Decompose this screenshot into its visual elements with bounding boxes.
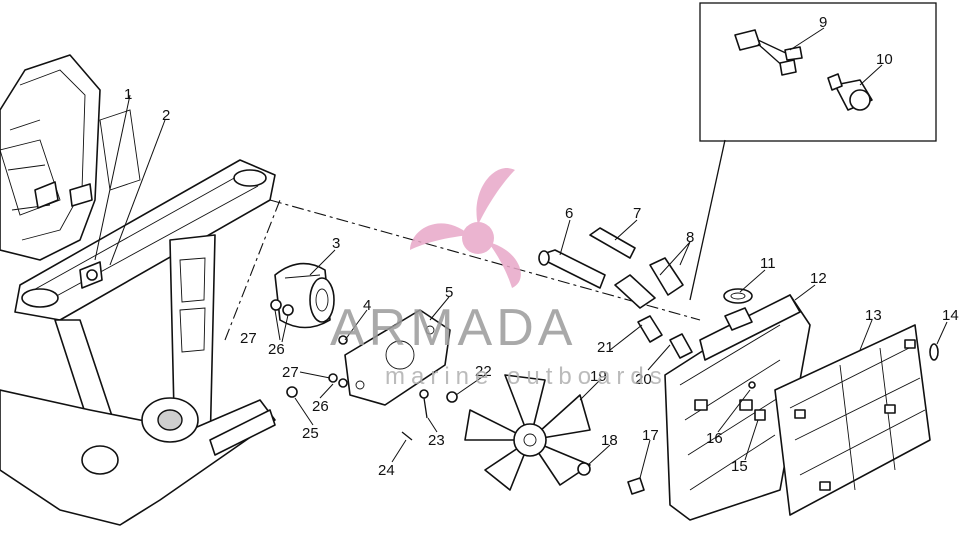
- callout-5: 5: [445, 284, 453, 301]
- callout-20: 20: [635, 371, 652, 388]
- callout-14: 14: [942, 307, 959, 324]
- fan-bracket: [344, 309, 451, 406]
- radiator-screen: [774, 324, 931, 516]
- callout-4: 4: [363, 297, 371, 314]
- callout-27b: 27: [282, 364, 299, 381]
- callout-11: 11: [760, 255, 776, 272]
- callout-26: 26: [268, 341, 285, 358]
- callout-19: 19: [590, 368, 607, 385]
- callout-7: 7: [633, 205, 641, 222]
- callout-3: 3: [332, 235, 340, 252]
- hoses: [538, 227, 693, 359]
- watermark: ARMADA marine outboards: [330, 168, 668, 390]
- radiator: [664, 288, 811, 521]
- callout-13: 13: [865, 307, 882, 324]
- callout-labels: 1 2 3 4 5 6 7 8 9 10 11 12 13 14 15 16 1…: [124, 14, 959, 479]
- callout-23: 23: [428, 432, 445, 449]
- assembly-line: [269, 199, 701, 321]
- callout-21: 21: [597, 339, 614, 356]
- callout-9: 9: [819, 14, 827, 31]
- callout-1: 1: [124, 86, 132, 103]
- inset-box: [689, 2, 937, 301]
- callout-25: 25: [302, 425, 319, 442]
- fan-blade: [464, 374, 591, 491]
- callout-26b: 26: [312, 398, 329, 415]
- callout-22: 22: [475, 363, 492, 380]
- callout-6: 6: [565, 205, 573, 222]
- fan-motor: [274, 262, 335, 329]
- propeller-logo-icon: [410, 168, 521, 288]
- callout-17: 17: [642, 427, 659, 444]
- callout-2: 2: [162, 107, 170, 124]
- callout-15: 15: [731, 458, 748, 475]
- watermark-tagline: marine outboards: [385, 363, 668, 390]
- callout-10: 10: [876, 51, 893, 68]
- callout-18: 18: [601, 432, 618, 449]
- callout-24: 24: [378, 462, 395, 479]
- callout-16: 16: [706, 430, 723, 447]
- callout-12: 12: [810, 270, 827, 287]
- chassis-frame: [0, 54, 276, 526]
- callout-8: 8: [686, 229, 694, 246]
- watermark-brand: ARMADA: [330, 299, 576, 357]
- leaders: [94, 27, 948, 479]
- callout-27: 27: [240, 330, 257, 347]
